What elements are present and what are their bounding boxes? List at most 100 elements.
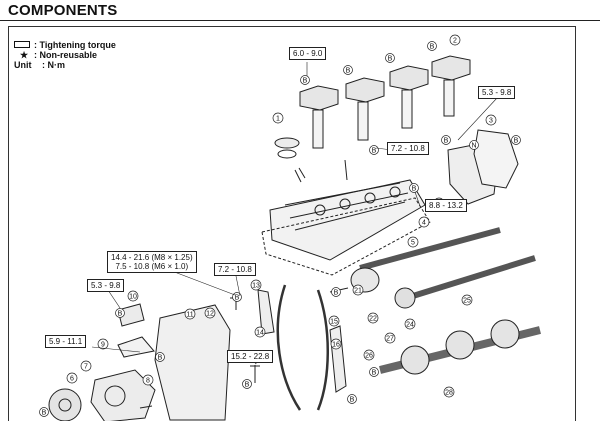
callout-27: 27 <box>384 332 396 344</box>
callout-21: 21 <box>352 284 364 296</box>
page-title: COMPONENTS <box>8 2 118 19</box>
callout-16: 16 <box>330 338 342 350</box>
svg-text:8: 8 <box>146 378 150 385</box>
water-pump <box>90 369 156 421</box>
legend-unit-key: Unit <box>14 60 32 70</box>
svg-text:28: 28 <box>445 390 453 397</box>
svg-text:25: 25 <box>463 298 471 305</box>
callout-22: 22 <box>367 312 379 324</box>
torque-box: 5.3 - 9.8 <box>87 279 125 292</box>
callout-13: 13 <box>250 279 262 291</box>
ignition-coil <box>431 55 471 117</box>
callout-b: B <box>39 407 49 417</box>
svg-text:10: 10 <box>129 294 137 301</box>
oil-control-valve <box>117 303 145 327</box>
ignition-coil <box>345 77 385 141</box>
cylinder-head-cover <box>269 179 426 261</box>
legend-nonreusable-row: ★ : Non-reusable <box>14 50 116 60</box>
torque-line: 14.4 - 21.6 (M8 × 1.25) <box>111 253 193 262</box>
callout-7: 7 <box>80 360 92 372</box>
callout-1: 1 <box>272 112 284 124</box>
callout-6: 6 <box>66 372 78 384</box>
callout-b: B <box>331 287 341 297</box>
svg-text:B: B <box>444 138 449 145</box>
cover-plate <box>473 129 519 189</box>
svg-text:B: B <box>346 68 351 75</box>
callout-2: 2 <box>449 34 461 46</box>
svg-text:2: 2 <box>453 38 457 45</box>
callout-14: 14 <box>254 326 266 338</box>
torque-box: 5.9 - 11.1 <box>45 335 87 348</box>
svg-text:14: 14 <box>256 330 264 337</box>
svg-text:5: 5 <box>411 240 415 247</box>
star-icon: ★ <box>19 50 29 60</box>
exhaust-camshaft <box>394 255 536 309</box>
stud-bolt <box>344 159 348 181</box>
svg-text:24: 24 <box>406 322 414 329</box>
chain-guide <box>329 325 347 393</box>
callout-b: B <box>300 75 310 85</box>
callout-b: B <box>347 394 357 404</box>
callout-24: 24 <box>404 318 416 330</box>
bracket <box>117 336 155 358</box>
torque-line: 7.5 - 10.8 (M6 × 1.0) <box>115 262 189 271</box>
callout-28: 28 <box>443 386 455 398</box>
callout-9: 9 <box>97 338 109 350</box>
callout-b: B <box>511 135 521 145</box>
svg-text:B: B <box>42 410 47 417</box>
callout-b: B <box>409 183 419 193</box>
ignition-coil <box>389 65 429 129</box>
svg-text:12: 12 <box>206 311 214 318</box>
callout-b: B <box>115 308 125 318</box>
torque-box: 5.3 - 9.8 <box>478 86 516 99</box>
callout-11: 11 <box>184 308 196 320</box>
callout-b: B <box>441 135 451 145</box>
torque-box: 14.4 - 21.6 (M8 × 1.25) 7.5 - 10.8 (M6 ×… <box>107 251 197 273</box>
svg-text:16: 16 <box>332 342 340 349</box>
pcv-valve <box>294 167 306 183</box>
svg-text:4: 4 <box>422 220 426 227</box>
callout-5: 5 <box>407 236 419 248</box>
svg-text:13: 13 <box>252 283 260 290</box>
legend-nonreusable-label: : Non-reusable <box>34 50 98 60</box>
svg-text:B: B <box>514 138 519 145</box>
diagram-frame <box>8 26 576 421</box>
svg-text:B: B <box>350 397 355 404</box>
svg-text:26: 26 <box>365 353 373 360</box>
callout-n: N <box>469 140 479 150</box>
ignition-coils <box>299 55 471 149</box>
torque-box: 8.8 - 13.2 <box>425 199 467 212</box>
legend-torque-row: : Tightening torque <box>14 40 116 50</box>
callout-10: 10 <box>127 290 139 302</box>
svg-text:B: B <box>158 355 163 362</box>
legend-unit-row: Unit : N·m <box>14 60 116 70</box>
svg-text:B: B <box>334 290 339 297</box>
svg-text:9: 9 <box>101 342 105 349</box>
oil-filler-cap <box>274 137 300 159</box>
callout-b: B <box>427 41 437 51</box>
callout-b: B <box>369 367 379 377</box>
chain-tensioner-arm <box>257 289 275 335</box>
svg-text:11: 11 <box>186 312 193 319</box>
callout-15: 15 <box>328 315 340 327</box>
torque-box-icon <box>14 41 30 48</box>
legend-torque-label: : Tightening torque <box>34 40 116 50</box>
crankshaft <box>379 319 541 375</box>
torque-box: 7.2 - 10.8 <box>387 142 429 155</box>
ignition-coil <box>299 85 339 149</box>
callout-3: 3 <box>485 114 497 126</box>
svg-text:6: 6 <box>70 376 74 383</box>
svg-text:B: B <box>388 56 393 63</box>
svg-text:B: B <box>245 382 250 389</box>
svg-text:15: 15 <box>330 319 338 326</box>
legend: : Tightening torque ★ : Non-reusable Uni… <box>14 40 116 70</box>
head-cover-gasket <box>261 197 431 276</box>
intake-camshaft <box>350 227 501 293</box>
svg-text:21: 21 <box>354 288 362 295</box>
svg-text:27: 27 <box>386 336 394 343</box>
legend-unit-value: : N·m <box>42 60 65 70</box>
callout-b: B <box>242 379 252 389</box>
svg-text:B: B <box>235 295 240 302</box>
svg-text:B: B <box>303 78 308 85</box>
svg-text:7: 7 <box>84 364 88 371</box>
